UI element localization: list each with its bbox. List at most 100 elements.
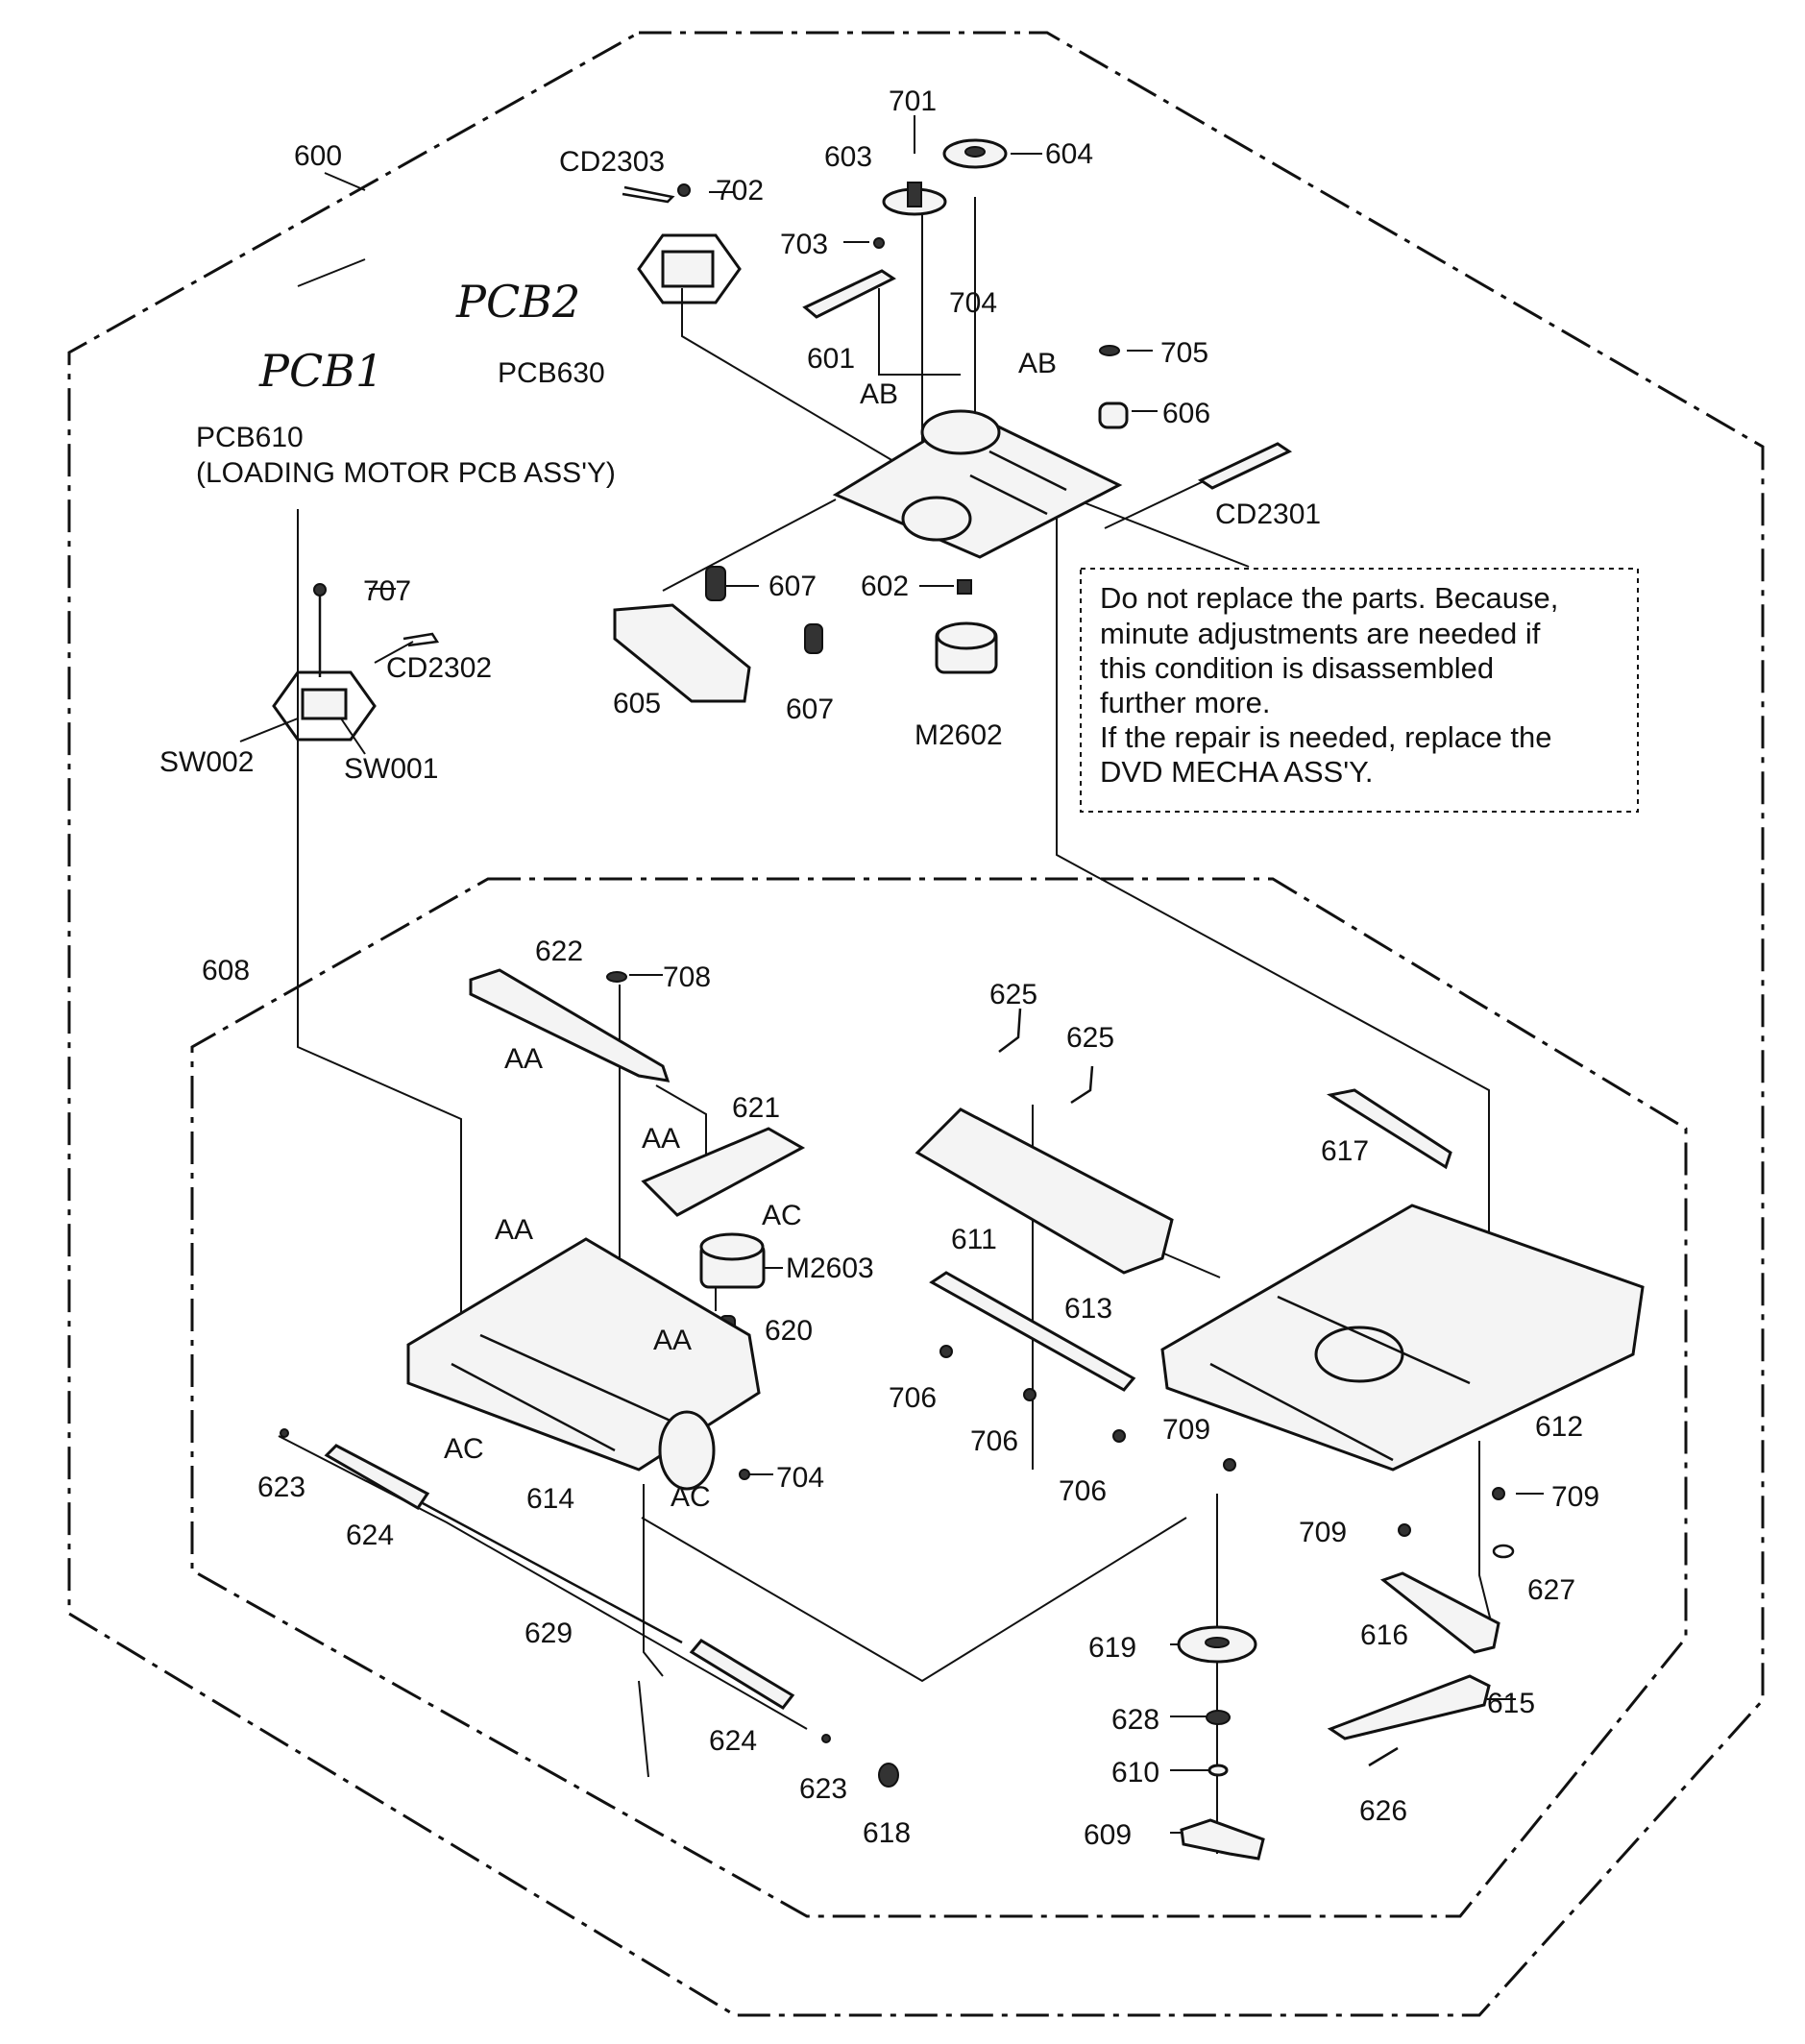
label-614: 614 <box>526 1483 574 1515</box>
note-line-6: DVD MECHA ASS'Y. <box>1100 755 1373 789</box>
label-628: 628 <box>1111 1704 1159 1736</box>
label-616: 616 <box>1360 1619 1408 1651</box>
part-617-lever <box>1327 1088 1452 1170</box>
label-703: 703 <box>780 229 828 260</box>
screw-707 <box>313 583 327 596</box>
note-line-2: minute adjustments are needed if <box>1100 617 1541 650</box>
label-622: 622 <box>535 936 583 967</box>
label-aa4: AA <box>653 1325 692 1356</box>
label-pcb610-desc: (LOADING MOTOR PCB ASS'Y) <box>196 457 616 489</box>
part-606-damper <box>1098 402 1129 429</box>
note-line-4: further more. <box>1100 686 1270 719</box>
part-616-lever <box>1379 1571 1500 1654</box>
label-615: 615 <box>1487 1688 1535 1719</box>
handwritten-pcb1: PCB1 <box>258 345 383 397</box>
assembly-608-boundary <box>190 877 1688 1918</box>
label-709c: 709 <box>1299 1517 1347 1548</box>
label-ac2: AC <box>444 1433 484 1465</box>
label-623a: 623 <box>257 1472 305 1503</box>
part-610-washer <box>1207 1764 1229 1777</box>
part-603-shaft <box>907 182 922 207</box>
label-624b: 624 <box>709 1725 757 1757</box>
part-602 <box>957 579 972 595</box>
handwritten-pcb2: PCB2 <box>455 276 580 328</box>
label-aa3: AA <box>495 1214 533 1246</box>
label-600: 600 <box>294 140 342 172</box>
note-line-5: If the repair is needed, replace the <box>1100 720 1551 754</box>
shaft-629 <box>422 1501 683 1644</box>
label-sw001: SW001 <box>344 753 438 785</box>
label-701: 701 <box>889 85 937 117</box>
label-617: 617 <box>1321 1135 1369 1167</box>
label-cd2301: CD2301 <box>1215 499 1321 530</box>
label-704a: 704 <box>949 287 997 319</box>
label-604: 604 <box>1045 138 1093 170</box>
screw-705 <box>1099 345 1120 356</box>
label-ab2: AB <box>1018 348 1057 379</box>
label-612: 612 <box>1535 1411 1583 1443</box>
label-ab1: AB <box>860 378 898 410</box>
labels: 600 608 PCB2 PCB1 PCB630 PCB610 (LOADING… <box>159 85 1599 1851</box>
label-619: 619 <box>1088 1632 1136 1664</box>
label-706b: 706 <box>970 1425 1018 1457</box>
lower-mechanism <box>280 968 1645 1861</box>
roller-624b <box>689 1639 795 1710</box>
screw-706c <box>1112 1429 1126 1443</box>
screw-709c <box>1398 1523 1411 1537</box>
part-612-chassis <box>1160 1204 1645 1472</box>
assembly-600-boundary <box>67 31 1765 2017</box>
part-605-rail <box>613 603 751 703</box>
label-625b: 625 <box>1066 1022 1114 1054</box>
label-ac3: AC <box>671 1481 711 1513</box>
label-706a: 706 <box>889 1382 937 1414</box>
label-702: 702 <box>716 175 764 207</box>
note-line-1: Do not replace the parts. Because, <box>1100 581 1558 615</box>
label-609: 609 <box>1084 1819 1132 1851</box>
label-608: 608 <box>202 955 250 986</box>
screw-709a <box>1223 1458 1236 1472</box>
screw-709b <box>1492 1487 1505 1500</box>
part-601-bracket <box>802 269 896 319</box>
note-box <box>1080 568 1639 813</box>
label-610: 610 <box>1111 1757 1159 1788</box>
part-609-plate <box>1180 1818 1265 1861</box>
label-607b: 607 <box>786 694 834 725</box>
label-607a: 607 <box>768 571 817 602</box>
part-615-arm <box>1327 1674 1491 1740</box>
part-621-slider <box>641 1127 806 1217</box>
label-aa2: AA <box>642 1123 680 1155</box>
label-708: 708 <box>663 961 711 993</box>
label-m2603: M2603 <box>786 1253 874 1284</box>
screw-702 <box>677 183 691 197</box>
pin-623b <box>821 1734 831 1743</box>
part-614-loading-frame <box>406 1237 761 1472</box>
label-606: 606 <box>1162 398 1210 429</box>
label-629: 629 <box>524 1618 573 1649</box>
screw-704b <box>739 1469 750 1480</box>
cd2301-cable <box>1197 442 1293 490</box>
label-602: 602 <box>861 571 909 602</box>
upper-mechanism <box>613 138 1293 703</box>
pcb630-board <box>661 250 715 288</box>
label-601: 601 <box>807 343 855 375</box>
spring-626 <box>1368 1746 1399 1767</box>
part-618-gear <box>878 1763 899 1788</box>
spring-607a <box>705 566 726 601</box>
label-709b: 709 <box>1551 1481 1599 1513</box>
label-621: 621 <box>732 1092 780 1124</box>
label-605: 605 <box>613 688 661 719</box>
label-611: 611 <box>951 1224 997 1255</box>
label-603: 603 <box>824 141 872 173</box>
label-623b: 623 <box>799 1773 847 1805</box>
label-704b: 704 <box>776 1462 824 1494</box>
label-620: 620 <box>765 1315 813 1347</box>
part-628-washer <box>1206 1710 1231 1725</box>
label-cd2302: CD2302 <box>386 652 492 684</box>
label-705: 705 <box>1160 337 1208 369</box>
part-611-bar <box>929 1271 1136 1392</box>
label-sw002: SW002 <box>159 746 254 778</box>
loading-gear <box>658 1410 716 1491</box>
label-618: 618 <box>863 1817 911 1849</box>
part-613-tray <box>915 1107 1174 1275</box>
label-626: 626 <box>1359 1795 1407 1827</box>
